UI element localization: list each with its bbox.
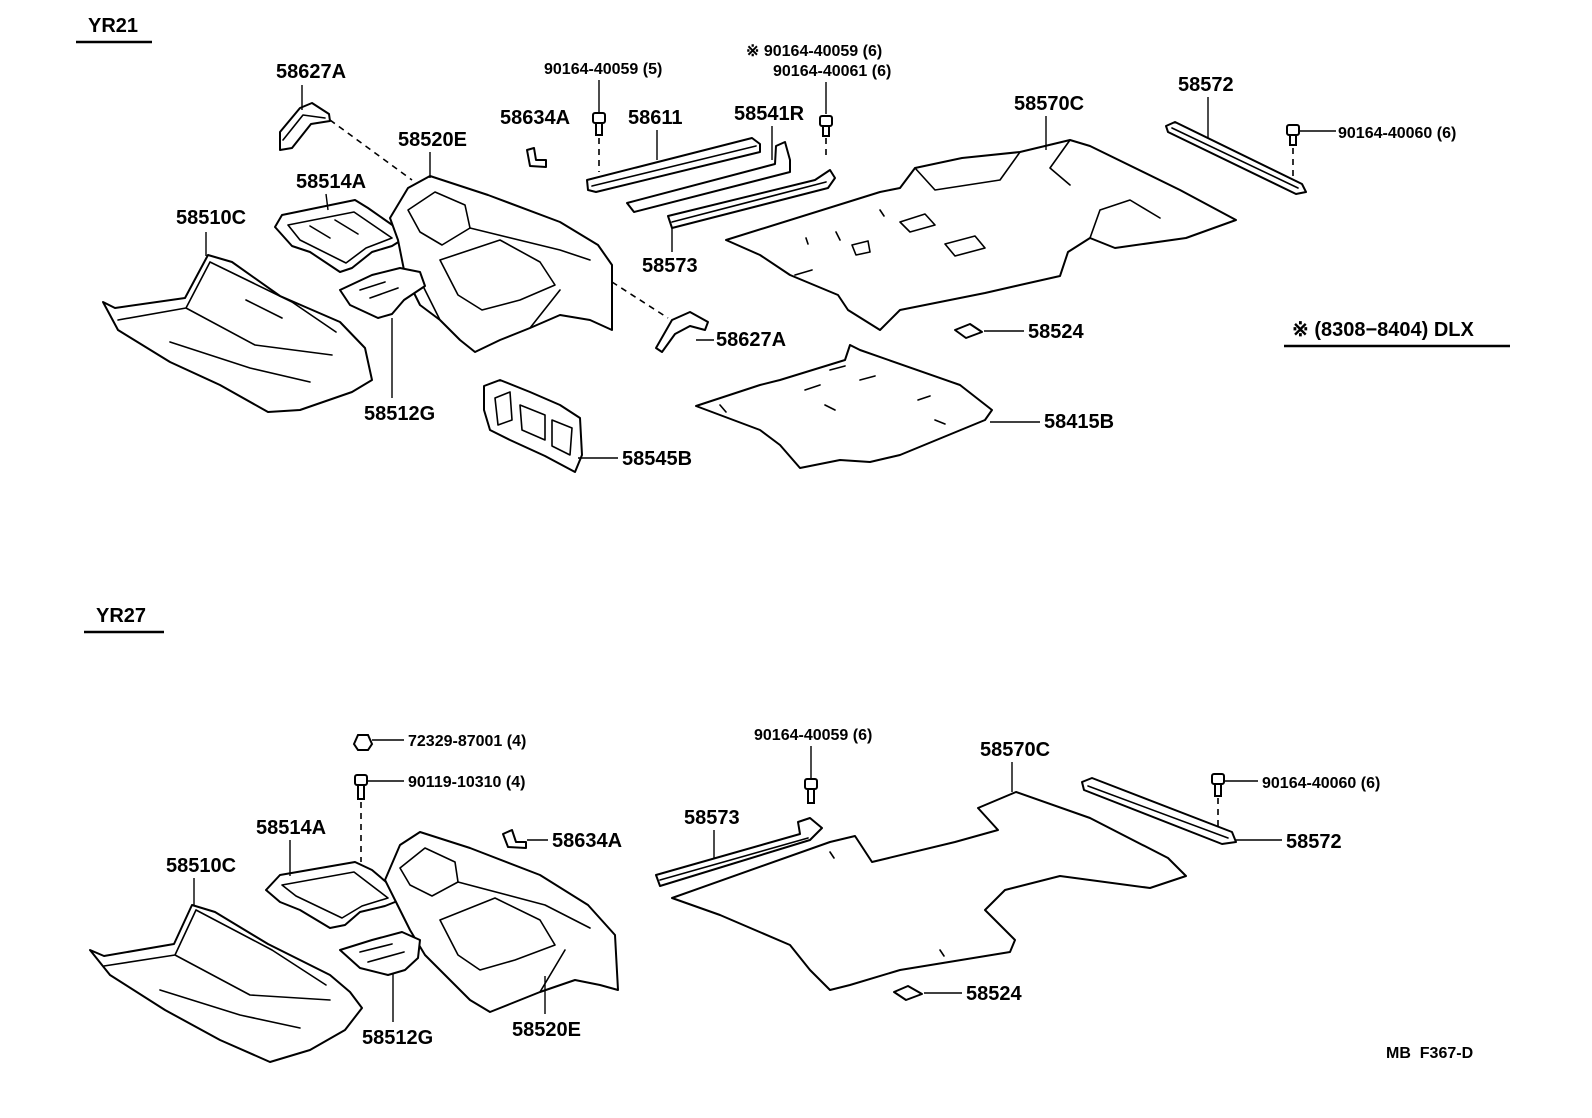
label-58524: 58524	[1028, 321, 1084, 343]
label-bolt-90164-40059-6: 90164-40059 (6)	[754, 727, 872, 744]
part-58541r	[626, 141, 791, 213]
label-58524: 58524	[966, 983, 1022, 1005]
part-58572	[1081, 777, 1237, 845]
section-title-yr27: YR27	[96, 605, 146, 627]
part-58514a	[274, 199, 409, 273]
part-58570c	[671, 791, 1187, 991]
label-58570c: 58570C	[1014, 93, 1084, 115]
bolt-90119-10310-icon	[354, 774, 368, 800]
label-bolt-90164-40059-5: 90164-40059 (5)	[544, 61, 662, 78]
section-yr27: YR27 72329-87001 (4) 90119-10310 (4) 585…	[84, 605, 1380, 1063]
part-58512g	[339, 267, 426, 319]
part-58545b	[483, 379, 583, 473]
part-58524	[893, 985, 923, 1001]
label-58520e: 58520E	[512, 1019, 581, 1041]
part-58415b	[695, 344, 993, 469]
bolt-90164-40059-6-icon	[819, 115, 833, 137]
part-58570c	[725, 139, 1237, 331]
part-58627a-top	[279, 102, 331, 151]
label-bolt-90164-40060-6: 90164-40060 (6)	[1262, 775, 1380, 792]
part-58514a	[265, 861, 406, 929]
label-58520e: 58520E	[398, 129, 467, 151]
label-58415b: 58415B	[1044, 411, 1114, 433]
part-58572	[1165, 121, 1307, 195]
part-58634a	[526, 147, 547, 168]
bolt-90164-40059-5-icon	[592, 112, 606, 136]
part-58634a	[502, 829, 527, 849]
label-58611: 58611	[628, 107, 683, 129]
note-dlx: ※ (8308−8404) DLX	[1292, 319, 1475, 341]
label-58514a: 58514A	[296, 171, 366, 193]
section-yr21: YR21 58627A 58514A 58510C	[76, 15, 1510, 473]
part-58611	[586, 137, 761, 193]
label-58634a: 58634A	[552, 830, 622, 852]
diagram-code: MB F367-D	[1386, 1045, 1473, 1062]
label-58573: 58573	[642, 255, 698, 277]
nut-72329-87001-icon	[352, 734, 374, 751]
label-58627a-bottom: 58627A	[716, 329, 786, 351]
part-58512g	[339, 931, 421, 976]
label-nut-72329-87001: 72329-87001 (4)	[408, 733, 526, 750]
part-58573	[655, 817, 823, 887]
label-58545b: 58545B	[622, 448, 692, 470]
label-58512g: 58512G	[362, 1027, 433, 1049]
label-58572: 58572	[1178, 74, 1234, 96]
label-bolt-90164-40061-6: 90164-40061 (6)	[773, 63, 891, 80]
part-58524	[954, 323, 983, 339]
label-58512g: 58512G	[364, 403, 435, 425]
bolt-90164-40060-6-icon	[1211, 773, 1225, 797]
label-58570c: 58570C	[980, 739, 1050, 761]
label-58514a: 58514A	[256, 817, 326, 839]
part-58510c	[102, 254, 373, 413]
label-bolt-90164-40059-6: ※ 90164-40059 (6)	[746, 43, 882, 60]
label-58510c: 58510C	[176, 207, 246, 229]
part-58510c	[89, 904, 363, 1063]
label-58627a-top: 58627A	[276, 61, 346, 83]
part-58627a-bottom	[655, 311, 709, 353]
label-bolt-90119-10310: 90119-10310 (4)	[408, 774, 525, 791]
part-58520e	[389, 175, 613, 353]
part-58520e	[384, 831, 619, 1013]
section-title-yr21: YR21	[88, 15, 138, 37]
label-58634a: 58634A	[500, 107, 570, 129]
label-58573: 58573	[684, 807, 740, 829]
label-58510c: 58510C	[166, 855, 236, 877]
label-58572: 58572	[1286, 831, 1342, 853]
bolt-90164-40060-6-icon	[1286, 124, 1300, 146]
bolt-90164-40059-6-icon	[804, 778, 818, 804]
label-bolt-90164-40060-6: 90164-40060 (6)	[1338, 125, 1456, 142]
label-58541r: 58541R	[734, 103, 805, 125]
